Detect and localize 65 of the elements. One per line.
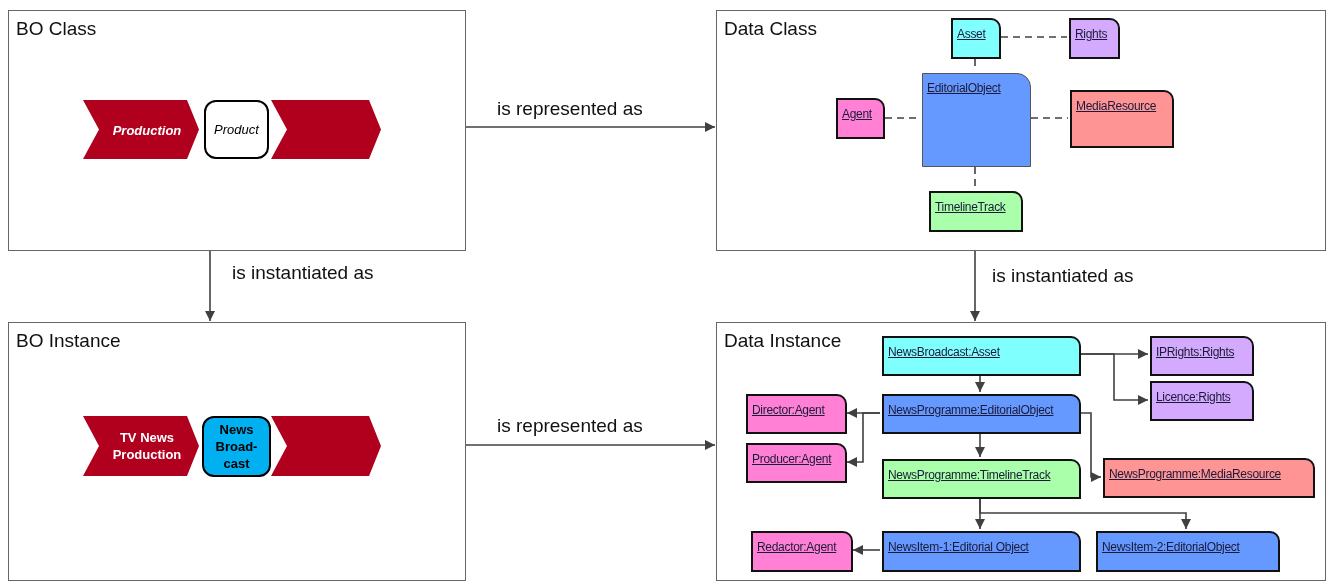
arrow: [975, 433, 985, 458]
arrow: [1080, 353, 1149, 405]
object-box: [204, 100, 269, 159]
class-box: [929, 191, 1023, 232]
class-box: [746, 394, 847, 434]
arrow: [979, 498, 1191, 530]
class-label: IPRights:Rights: [1156, 345, 1235, 359]
process-chevron: [83, 100, 199, 159]
arrow: [465, 440, 716, 450]
panel: [716, 10, 1326, 251]
class-box: [882, 459, 1081, 499]
process-label: Production: [111, 121, 183, 138]
class-box: [882, 336, 1081, 376]
panel: [8, 322, 466, 581]
class-label: Redactor:Agent: [757, 540, 837, 554]
panel-title: BO Instance: [16, 330, 121, 352]
arrow: [205, 250, 215, 322]
class-label: NewsProgramme:EditorialObject: [888, 403, 1054, 417]
class-box: [951, 18, 1001, 59]
process-chevron: [271, 100, 381, 159]
class-label: Rights: [1075, 27, 1108, 41]
class-label: MediaResource: [1076, 99, 1157, 113]
class-box: [746, 443, 847, 483]
arrow: [1080, 412, 1102, 482]
class-label: Agent: [842, 107, 872, 121]
arrow: [465, 122, 716, 132]
arrow: [970, 250, 980, 322]
dashed-connector: [1030, 117, 1069, 119]
class-label: Licence:Rights: [1156, 390, 1231, 404]
class-box: [882, 394, 1081, 434]
class-box: [836, 98, 885, 139]
class-box: [1070, 90, 1174, 148]
class-label: Director:Agent: [752, 403, 825, 417]
class-label: TimelineTrack: [935, 200, 1006, 214]
panel: [8, 10, 466, 251]
class-box: [1096, 531, 1280, 572]
arrow: [846, 412, 881, 467]
arrow: [852, 545, 881, 555]
object-box: [202, 416, 271, 477]
class-label: NewsBroadcast:Asset: [888, 345, 1000, 359]
class-box: [882, 531, 1081, 572]
class-label: NewsItem-2:EditorialObject: [1102, 540, 1240, 554]
class-label: NewsProgramme:TimelineTrack: [888, 468, 1051, 482]
panel: [716, 322, 1326, 581]
panel-title: Data Class: [724, 18, 817, 40]
process-label: TV News Production: [111, 429, 183, 463]
class-label: NewsProgramme:MediaResource: [1109, 467, 1281, 481]
class-box: [1069, 18, 1120, 59]
process-chevron: [83, 416, 199, 476]
object-label: Product: [214, 121, 259, 138]
arrow: [975, 375, 985, 393]
process-chevron: [271, 416, 381, 476]
dashed-connector: [1000, 36, 1068, 38]
object-label: News Broad-cast: [214, 421, 259, 472]
class-label: EditorialObject: [927, 81, 1001, 95]
panel-title: Data Instance: [724, 330, 842, 352]
class-label: Producer:Agent: [752, 452, 832, 466]
class-box: [1150, 336, 1254, 376]
class-box: [1150, 381, 1254, 421]
class-box: [922, 73, 1031, 167]
class-box: [751, 531, 853, 572]
class-label: Asset: [957, 27, 986, 41]
class-box: [1103, 458, 1315, 498]
panel-title: BO Class: [16, 18, 97, 40]
class-label: NewsItem-1:Editorial Object: [888, 540, 1029, 554]
